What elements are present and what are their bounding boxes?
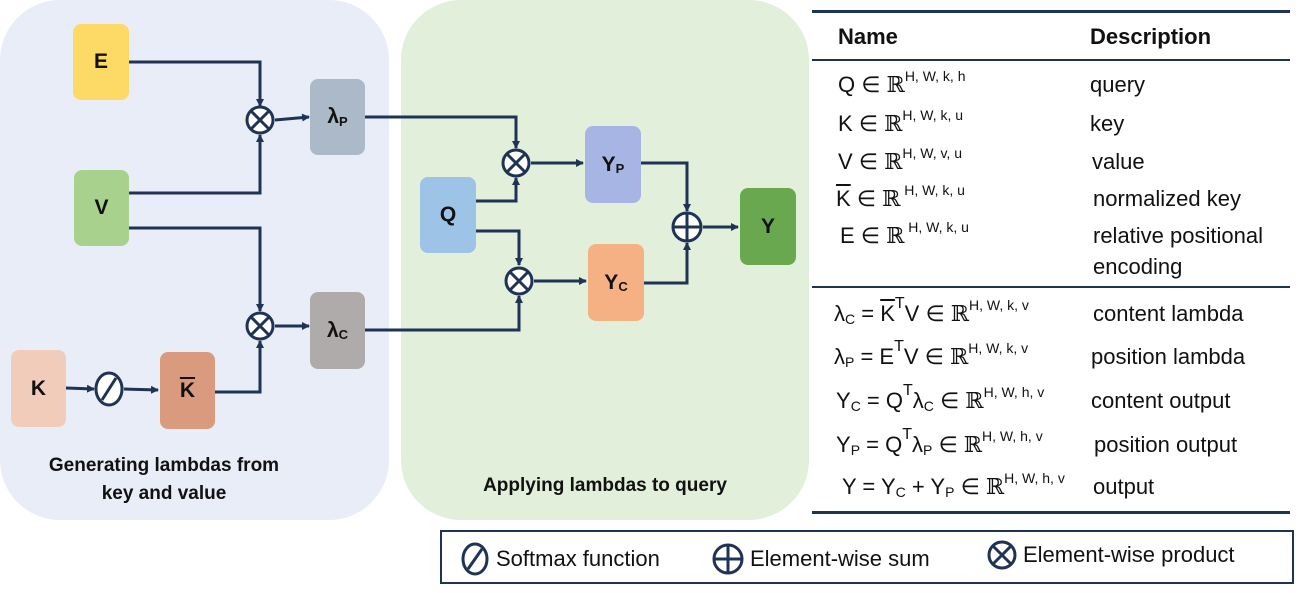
product-icon-yc	[504, 266, 534, 296]
legend-sum-label: Element-wise sum	[750, 546, 930, 571]
softmax-icon	[94, 371, 124, 407]
legend-product-label: Element-wise product	[1023, 542, 1235, 567]
row-y-p-desc: position output	[1094, 432, 1238, 457]
node-y: Y	[740, 188, 796, 265]
row-y-c-desc: content output	[1091, 388, 1231, 413]
legend: Softmax function Element-wise sum Elemen…	[440, 530, 1294, 584]
row-lambda-c-eq: λC = KTV ∈ ℝH, W, k, v	[834, 295, 1029, 327]
table-rule-middle	[812, 286, 1290, 288]
table-rule-top	[812, 10, 1290, 13]
wire-k-to-softmax	[65, 384, 95, 393]
product-icon-c	[245, 311, 275, 341]
row-e-desc-line2: encoding	[1093, 254, 1183, 279]
row-q-name: Q ∈ ℝH, W, k, h	[838, 68, 966, 98]
wire-q-to-product-p	[476, 177, 520, 203]
product-icon-p	[245, 105, 275, 135]
legend-sum: Element-wise sum	[712, 542, 930, 576]
row-y-eq: Y = YC + YP ∈ ℝH, W, h, v	[842, 470, 1065, 500]
legend-softmax-label: Softmax function	[496, 546, 660, 571]
row-lambda-p-desc: position lambda	[1091, 344, 1246, 369]
wire-v-to-product-p	[129, 134, 264, 195]
sum-icon	[671, 211, 703, 243]
wire-v-to-product-c	[129, 226, 264, 312]
product-icon-yp	[501, 148, 531, 178]
generate-caption-line1: Generating lambdas from	[48, 455, 280, 476]
header-description: Description	[1090, 24, 1212, 49]
wire-y-c-to-sum	[644, 242, 691, 285]
notation-table: Name Description Q ∈ ℝH, W, k, h query K…	[812, 10, 1290, 515]
wire-lambda-c-to-product	[365, 295, 523, 332]
softmax-icon	[461, 542, 489, 576]
row-kbar-name: K ∈ ℝ H, W, k, u	[836, 182, 965, 212]
wire-lambda-p-to-product	[365, 115, 520, 149]
header-name: Name	[838, 24, 898, 49]
row-lambda-c-desc: content lambda	[1093, 301, 1244, 326]
row-v-desc: value	[1092, 149, 1145, 174]
wire-kbar-to-product-c	[215, 340, 264, 394]
row-k-name: K ∈ ℝH, W, k, u	[838, 107, 964, 137]
node-k: K	[11, 350, 66, 427]
wire-product-to-lambda-p	[274, 113, 310, 122]
wire-e-to-product	[129, 60, 264, 107]
row-lambda-p-eq: λP = ETV ∈ ℝH, W, k, v	[834, 338, 1029, 370]
row-e-name: E ∈ ℝ H, W, k, u	[840, 219, 969, 249]
node-v: V	[74, 170, 129, 246]
row-y-desc: output	[1093, 474, 1155, 499]
row-y-p-eq: YP = QTλP ∈ ℝH, W, h, v	[836, 426, 1043, 458]
table-rule-header	[812, 59, 1290, 61]
table-rule-bottom	[812, 511, 1290, 514]
product-icon	[987, 540, 1017, 570]
wire-softmax-to-kbar	[123, 385, 159, 394]
row-q-desc: query	[1090, 72, 1146, 97]
apply-caption-text: Applying lambdas to query	[483, 475, 727, 496]
legend-softmax: Softmax function	[460, 542, 660, 576]
row-y-c-eq: YC = QTλC ∈ ℝH, W, h, v	[836, 382, 1045, 414]
row-v-name: V ∈ ℝH, W, v, u	[838, 145, 962, 175]
generate-caption: Generating lambdas from key and value	[14, 452, 314, 508]
node-e: E	[73, 24, 129, 100]
sum-icon	[712, 543, 744, 575]
wire-q-to-product-c	[476, 229, 523, 266]
node-q: Q	[420, 177, 476, 253]
row-k-desc: key	[1090, 111, 1125, 136]
node-k-bar: K	[160, 352, 215, 429]
wire-y-p-to-sum	[641, 161, 691, 212]
row-e-desc: relative positional	[1093, 223, 1263, 248]
generate-caption-line2: key and value	[101, 483, 227, 504]
row-kbar-desc: normalized key	[1093, 186, 1241, 211]
legend-product: Element-wise product	[987, 540, 1235, 570]
apply-caption: Applying lambdas to query	[401, 472, 809, 500]
